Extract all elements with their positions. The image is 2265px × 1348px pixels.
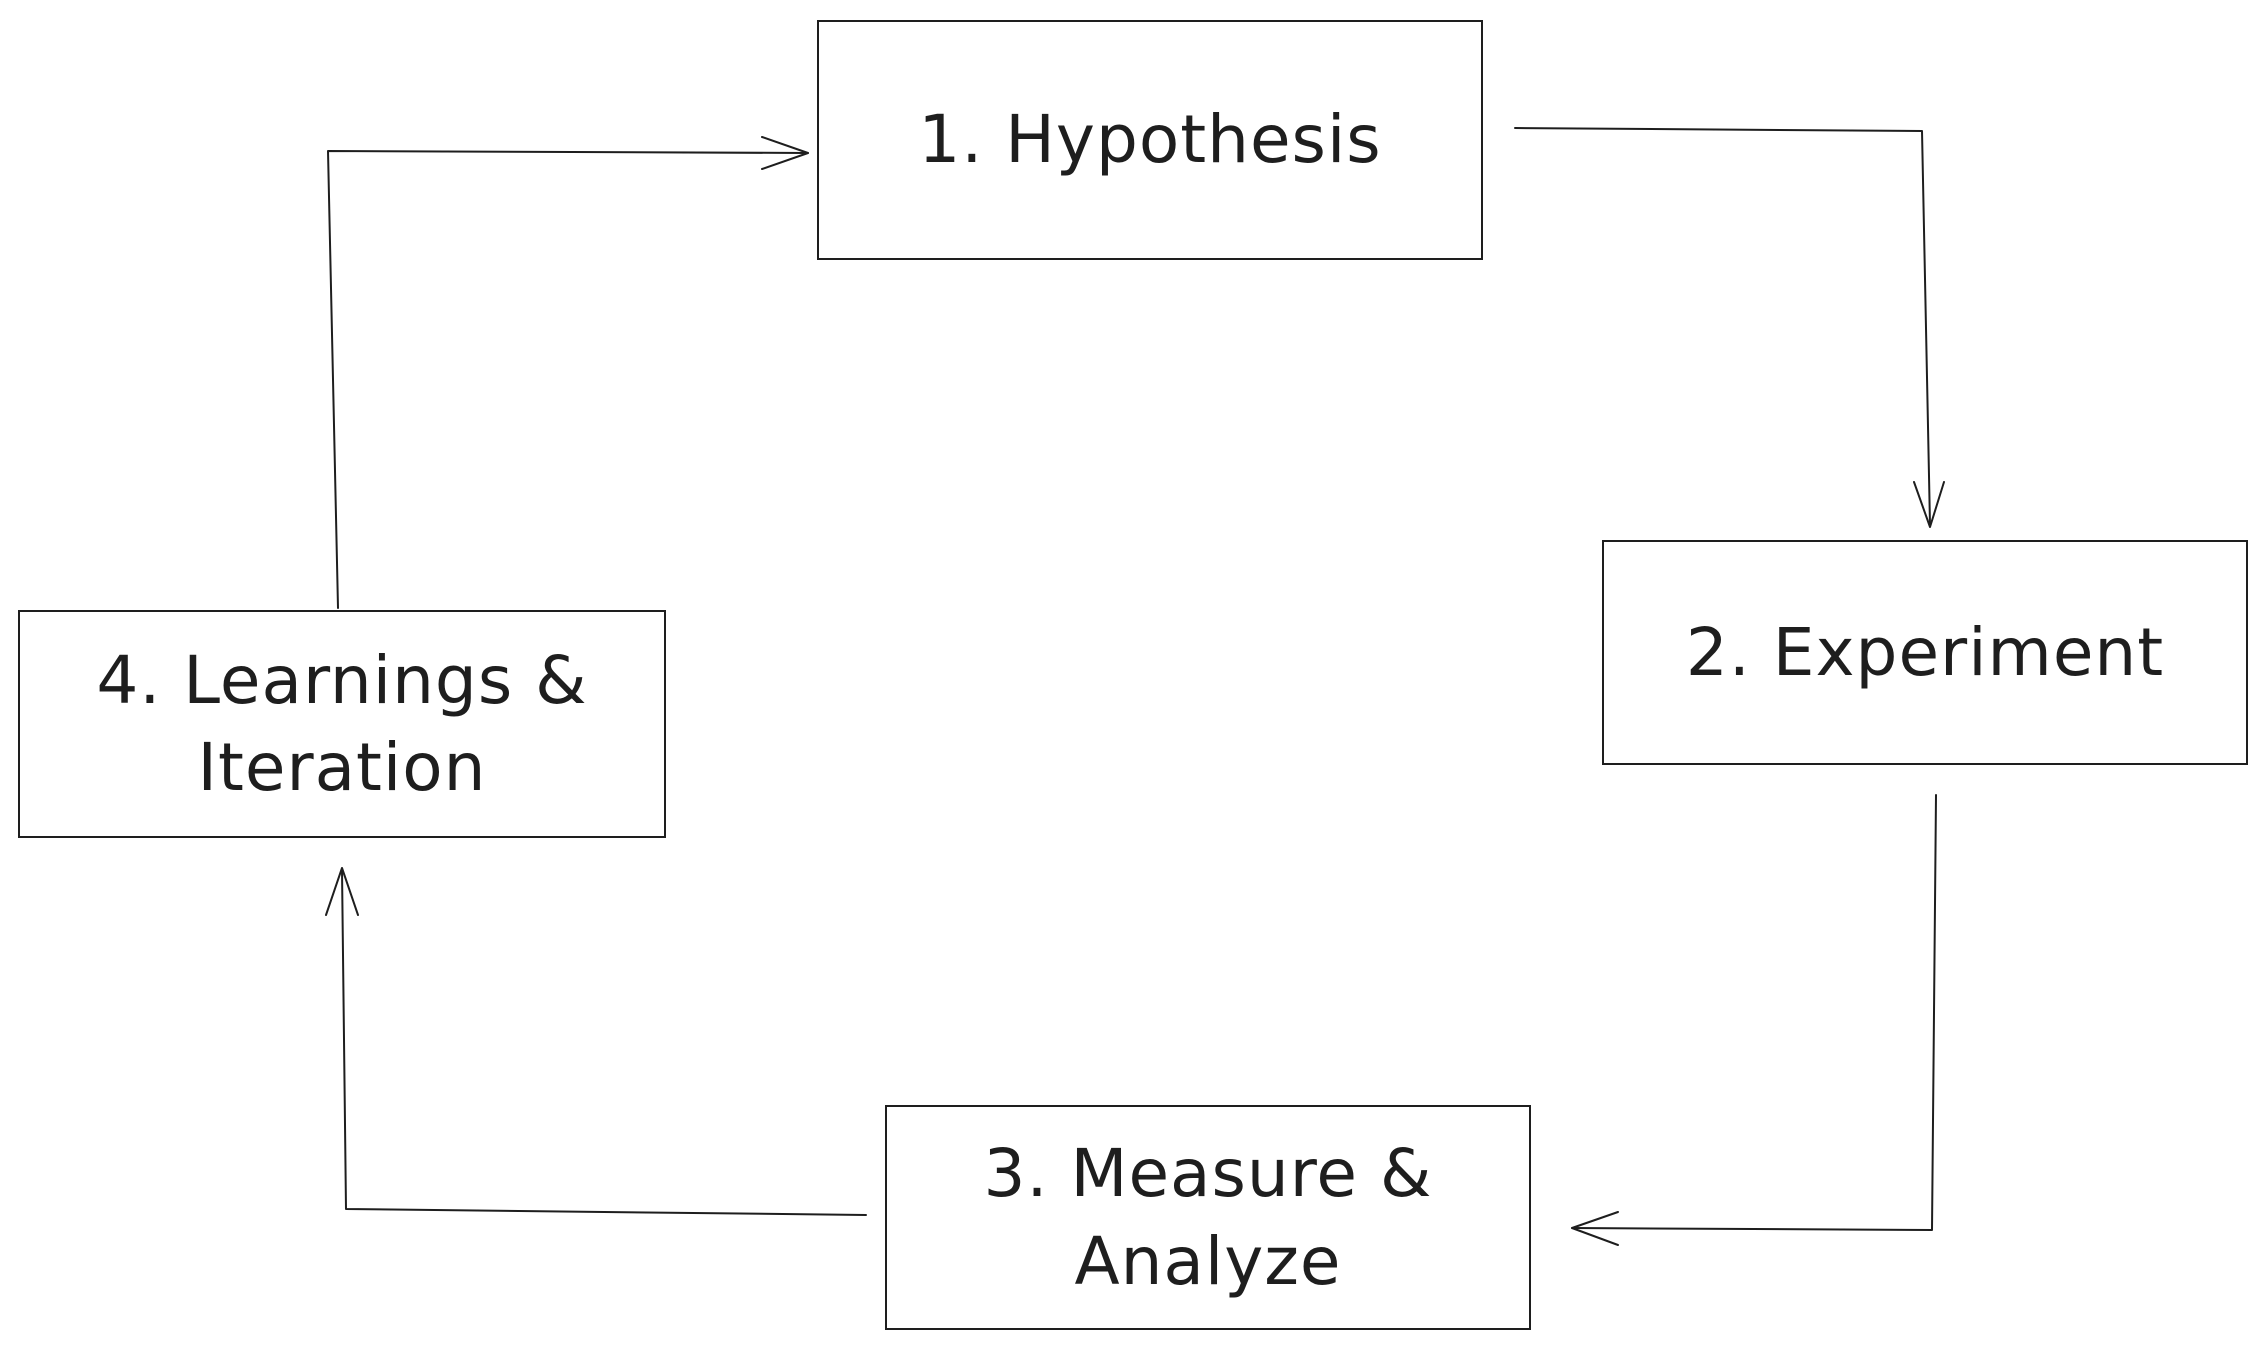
step-measure-analyze-label: 3. Measure & Analyze — [983, 1135, 1433, 1300]
step-hypothesis-label: 1. Hypothesis — [918, 101, 1382, 179]
step-experiment-label: 2. Experiment — [1685, 613, 2165, 691]
step-learnings-iteration-box: 4. Learnings & Iteration — [18, 610, 666, 838]
connector-experiment-to-measure — [1571, 794, 1937, 1246]
connector-hypothesis-to-experiment — [1514, 127, 1945, 528]
step-experiment-box: 2. Experiment — [1602, 540, 2248, 765]
step-learnings-iteration-label: 4. Learnings & Iteration — [96, 641, 588, 806]
connector-learnings-to-hypothesis — [327, 136, 809, 609]
connector-measure-to-learnings — [325, 867, 867, 1216]
step-hypothesis-box: 1. Hypothesis — [817, 20, 1483, 260]
step-measure-analyze-box: 3. Measure & Analyze — [885, 1105, 1531, 1330]
